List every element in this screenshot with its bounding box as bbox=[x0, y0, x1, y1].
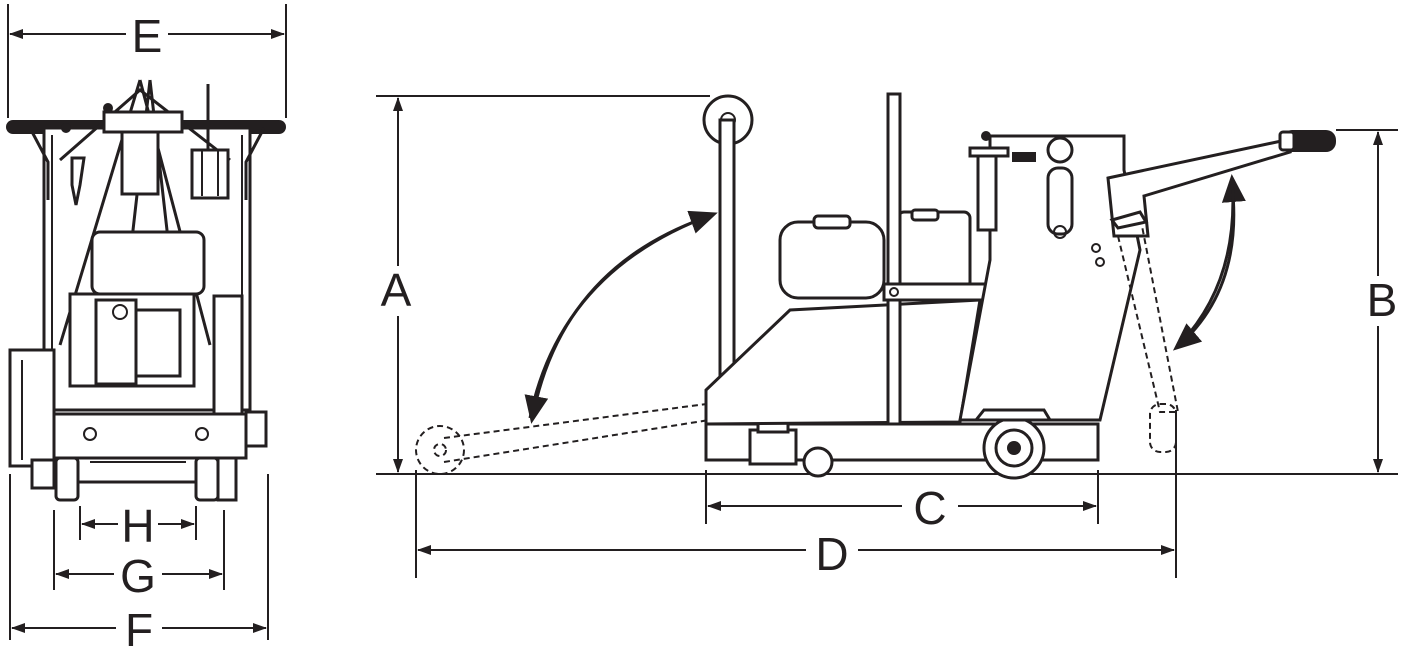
label-f: F bbox=[125, 604, 153, 651]
label-d: D bbox=[815, 528, 848, 580]
front-side-tank bbox=[8, 348, 56, 468]
front-engine bbox=[90, 230, 206, 296]
side-dimensions bbox=[376, 95, 1398, 578]
label-c: C bbox=[913, 482, 946, 534]
engine bbox=[778, 220, 886, 300]
label-h: H bbox=[121, 500, 154, 552]
label-g: G bbox=[120, 550, 156, 602]
mast bbox=[886, 92, 902, 426]
label-e: E bbox=[132, 10, 163, 62]
label-b: B bbox=[1367, 274, 1398, 326]
blade-housing bbox=[704, 298, 982, 426]
rear-housing bbox=[958, 134, 1142, 422]
front-dimensions bbox=[7, 4, 287, 640]
label-a: A bbox=[381, 264, 412, 316]
front-view bbox=[6, 79, 286, 502]
side-view bbox=[376, 92, 1398, 480]
front-base bbox=[52, 412, 248, 460]
